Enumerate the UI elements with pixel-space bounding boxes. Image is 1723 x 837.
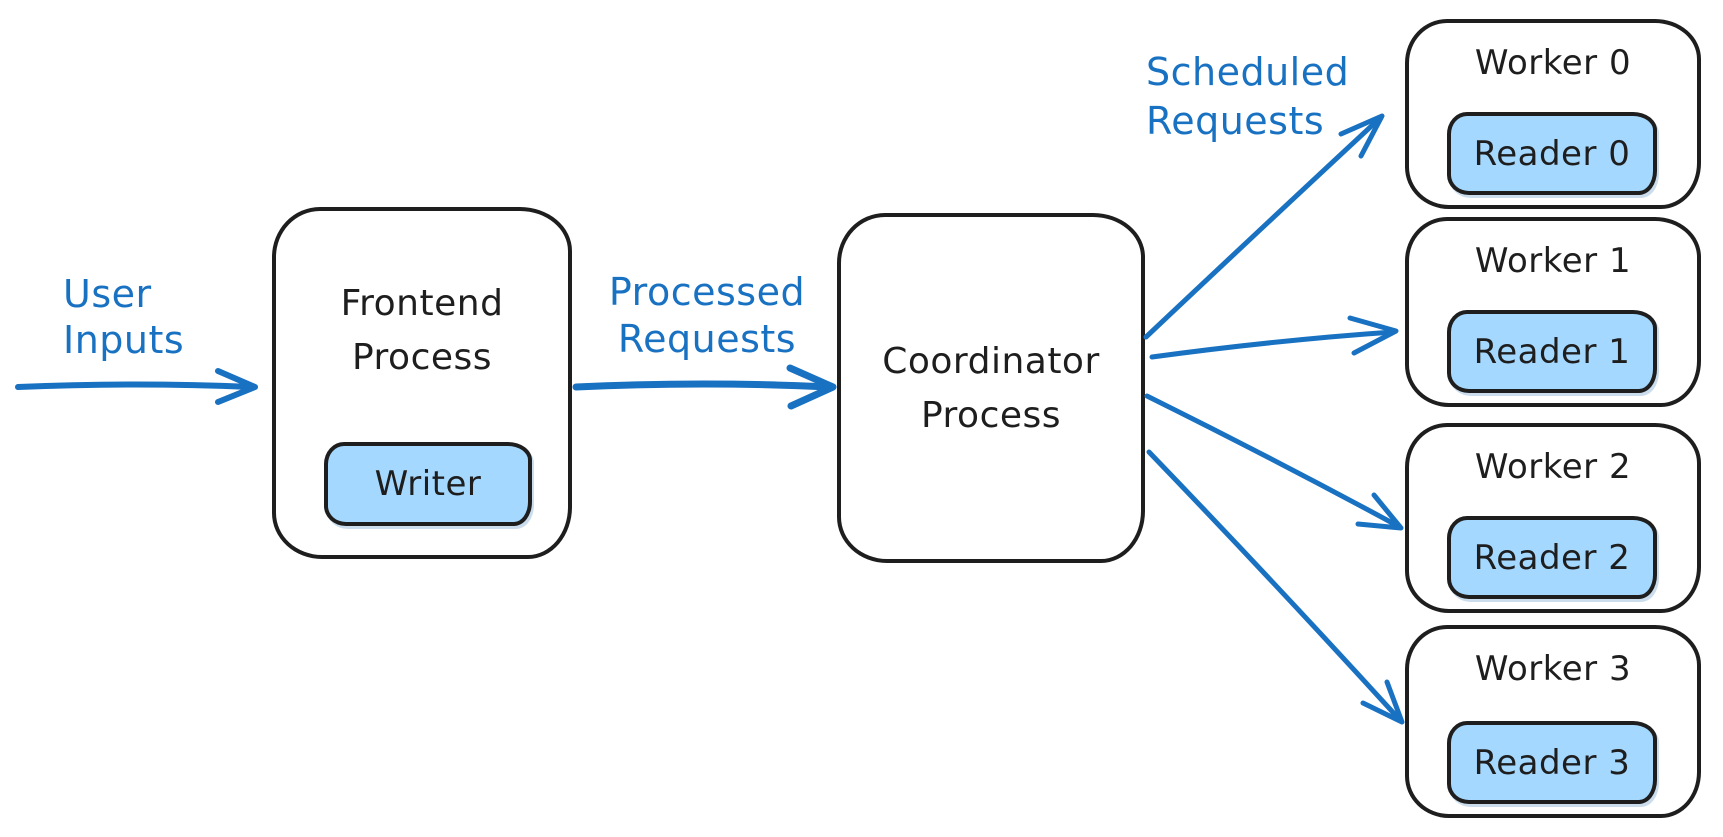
- reader-2-chip: Reader 2: [1447, 516, 1657, 599]
- processed-requests-line2: Requests: [617, 317, 797, 361]
- reader-3-label: Reader 3: [1473, 742, 1631, 783]
- processed-requests-line1: Processed: [608, 270, 806, 314]
- reader-1-label: Reader 1: [1473, 331, 1631, 372]
- worker-2-title: Worker 2: [1474, 447, 1632, 487]
- worker-2-node: Worker 2 Reader 2: [1405, 423, 1701, 613]
- worker-1-node: Worker 1 Reader 1: [1405, 217, 1701, 407]
- reader-1-chip: Reader 1: [1447, 310, 1657, 393]
- user-inputs-label-line2: Inputs: [63, 318, 185, 362]
- coordinator-process-title: Coordinator Process: [841, 335, 1141, 443]
- user-inputs-label-line1: User: [63, 272, 152, 316]
- reader-3-chip: Reader 3: [1447, 721, 1657, 804]
- scheduled-requests-line1: Scheduled: [1146, 50, 1350, 94]
- scheduled-arrow-worker-1: [1149, 315, 1399, 360]
- frontend-process-title: Frontend Process: [276, 277, 568, 385]
- frontend-title-line2: Process: [351, 337, 493, 378]
- scheduled-arrow-worker-3: [1146, 449, 1405, 725]
- reader-2-label: Reader 2: [1473, 537, 1631, 578]
- scheduled-requests-line2: Requests: [1146, 99, 1325, 143]
- scheduled-arrow-worker-0: [1143, 113, 1385, 340]
- frontend-title-line1: Frontend: [340, 283, 504, 324]
- coordinator-title-line1: Coordinator: [882, 341, 1100, 382]
- scheduled-requests-label: Scheduled Requests: [1146, 48, 1349, 146]
- user-inputs-label: User Inputs: [63, 271, 184, 363]
- worker-0-node: Worker 0 Reader 0: [1405, 19, 1701, 209]
- writer-label: Writer: [374, 464, 482, 504]
- worker-3-title: Worker 3: [1474, 649, 1632, 689]
- reader-0-chip: Reader 0: [1447, 112, 1657, 195]
- coordinator-title-line2: Process: [920, 395, 1062, 436]
- processed-requests-arrow: [572, 364, 837, 410]
- writer-chip: Writer: [324, 442, 532, 526]
- coordinator-process-node: Coordinator Process: [837, 213, 1145, 563]
- frontend-process-node: Frontend Process Writer: [272, 207, 572, 559]
- processed-requests-label: Processed Requests: [607, 269, 807, 363]
- reader-0-label: Reader 0: [1473, 133, 1631, 174]
- worker-1-title: Worker 1: [1474, 241, 1632, 281]
- user-inputs-arrow: [15, 368, 258, 405]
- worker-0-title: Worker 0: [1474, 43, 1632, 83]
- worker-3-node: Worker 3 Reader 3: [1405, 625, 1701, 818]
- scheduled-arrow-worker-2: [1144, 393, 1404, 531]
